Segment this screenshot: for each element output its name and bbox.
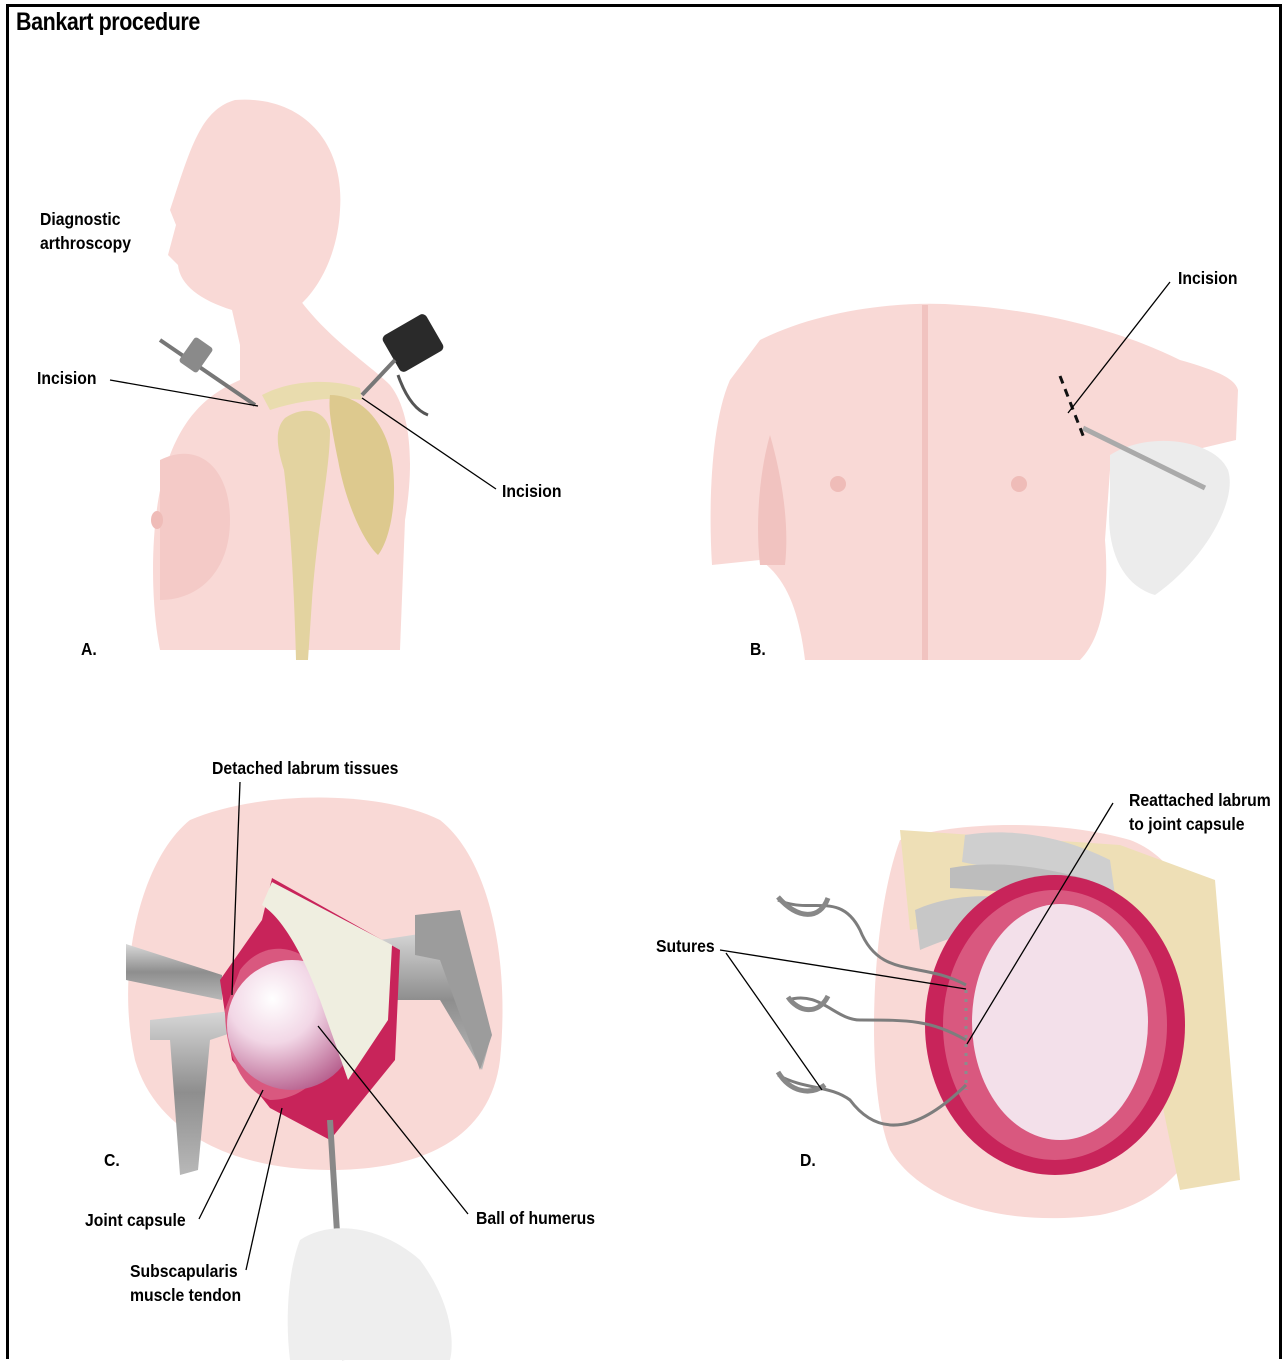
panel-a-incision-right-label: Incision xyxy=(502,479,562,503)
panel-d-sutures-label: Sutures xyxy=(656,934,715,958)
panel-a-incision-left-label: Incision xyxy=(37,366,97,390)
panel-d-illustration xyxy=(720,803,1240,1218)
panel-c-ball-of-humerus-label: Ball of humerus xyxy=(476,1206,595,1230)
panel-d-letter: D. xyxy=(800,1148,816,1172)
panel-b-incision-label: Incision xyxy=(1178,266,1238,290)
panel-d-reattached-labrum-label: Reattached labrum to joint capsule xyxy=(1129,788,1271,836)
panel-c-subscapularis-label: Subscapularis muscle tendon xyxy=(130,1259,241,1307)
panel-c-letter: C. xyxy=(104,1148,120,1172)
panel-b-illustration xyxy=(711,282,1238,660)
panel-a-heading: Diagnostic arthroscopy xyxy=(40,207,131,255)
panel-b-letter: B. xyxy=(750,637,766,661)
panel-c-detached-labrum-label: Detached labrum tissues xyxy=(212,756,398,780)
panel-c-joint-capsule-label: Joint capsule xyxy=(85,1208,186,1232)
panel-a-letter: A. xyxy=(81,637,97,661)
panel-a-illustration xyxy=(110,100,496,660)
